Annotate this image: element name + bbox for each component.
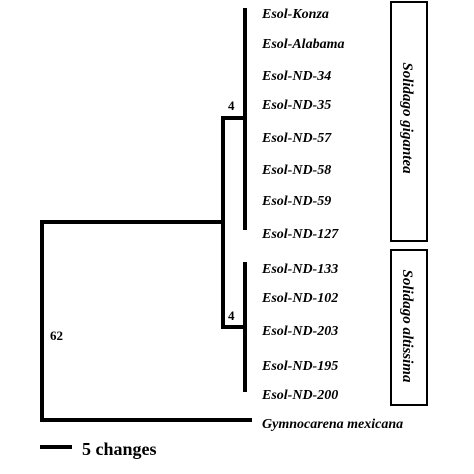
gigantea-group-label: Solidago gigantea xyxy=(399,62,415,174)
taxon-label: Esol-ND-58 xyxy=(261,163,331,178)
taxon-label: Esol-ND-200 xyxy=(261,388,338,403)
support-value-gigantea: 4 xyxy=(228,98,235,113)
support-value-root: 62 xyxy=(50,328,63,343)
taxon-label: Esol-ND-34 xyxy=(261,69,331,84)
taxon-label: Esol-ND-57 xyxy=(261,131,332,146)
support-value-altissima: 4 xyxy=(228,308,235,323)
taxon-label: Esol-ND-195 xyxy=(261,359,338,374)
taxon-label: Esol-Alabama xyxy=(261,37,344,52)
taxon-label: Esol-ND-59 xyxy=(261,194,331,209)
taxon-label: Esol-Konza xyxy=(261,7,329,22)
taxon-label: Esol-ND-133 xyxy=(261,262,338,277)
gigantea-group-box xyxy=(390,1,428,242)
taxon-label: Esol-ND-35 xyxy=(261,98,331,113)
altissima-group-label: Solidago altissima xyxy=(399,270,415,383)
taxon-label: Esol-ND-127 xyxy=(261,227,339,242)
taxon-label: Esol-ND-203 xyxy=(261,324,338,339)
outgroup-label: Gymnocarena mexicana xyxy=(262,417,403,432)
taxon-label: Esol-ND-102 xyxy=(261,291,338,306)
altissima-group-box xyxy=(390,249,428,406)
scale-label: 5 changes xyxy=(82,439,157,459)
